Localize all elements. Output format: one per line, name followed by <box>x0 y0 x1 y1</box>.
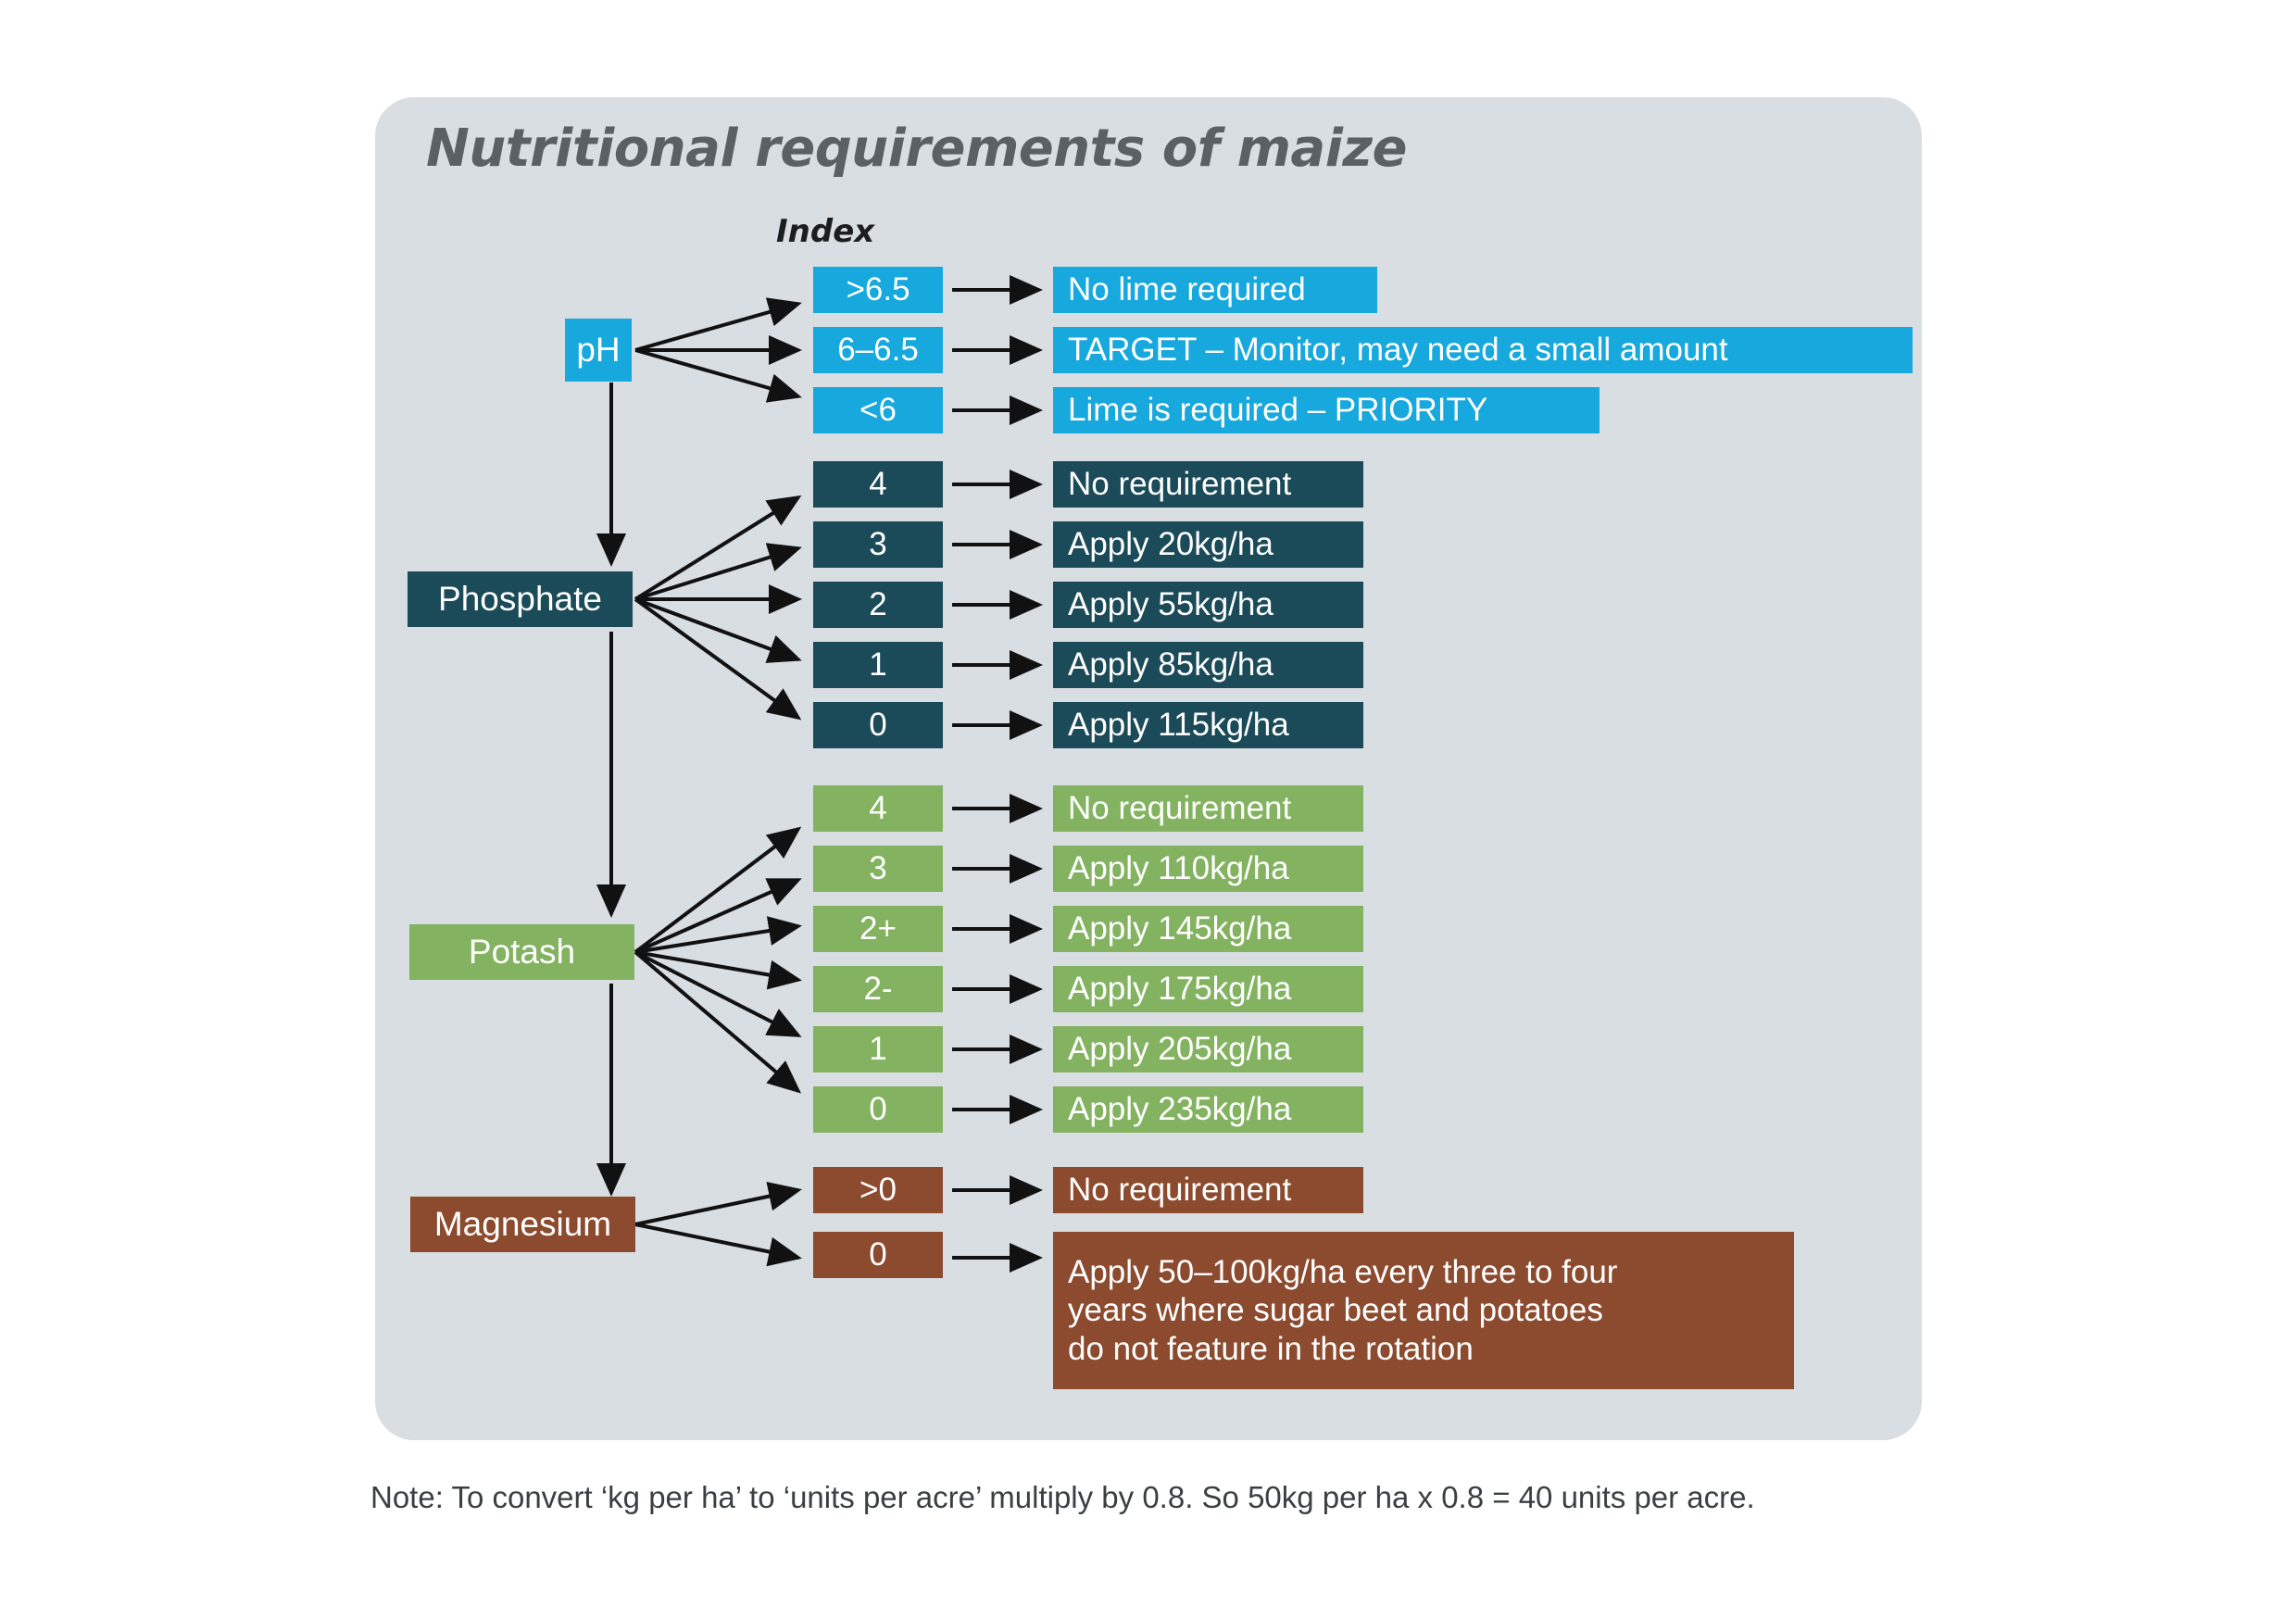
index-ph-1[interactable]: 6–6.5 <box>813 327 943 373</box>
outcome-potash-5[interactable]: Apply 235kg/ha <box>1053 1086 1363 1133</box>
nutrient-ph[interactable]: pH <box>565 319 632 382</box>
outcome-phosphate-4[interactable]: Apply 115kg/ha <box>1053 702 1363 748</box>
index-potash-4[interactable]: 1 <box>813 1026 943 1072</box>
index-magnesium-0[interactable]: >0 <box>813 1167 943 1213</box>
index-magnesium-1[interactable]: 0 <box>813 1232 943 1278</box>
index-ph-0[interactable]: >6.5 <box>813 267 943 313</box>
index-phosphate-3[interactable]: 1 <box>813 642 943 688</box>
outcome-phosphate-0[interactable]: No requirement <box>1053 461 1363 508</box>
index-potash-0[interactable]: 4 <box>813 785 943 832</box>
index-phosphate-0[interactable]: 4 <box>813 461 943 508</box>
index-phosphate-4[interactable]: 0 <box>813 702 943 748</box>
outcome-magnesium-1-line-3: do not feature in the rotation <box>1068 1330 1474 1367</box>
nutrient-phosphate[interactable]: Phosphate <box>408 571 633 627</box>
outcome-ph-0[interactable]: No lime required <box>1053 267 1377 313</box>
outcome-ph-1[interactable]: TARGET – Monitor, may need a small amoun… <box>1053 327 1913 373</box>
index-potash-3[interactable]: 2- <box>813 966 943 1012</box>
outcome-magnesium-0[interactable]: No requirement <box>1053 1167 1363 1213</box>
outcome-potash-0[interactable]: No requirement <box>1053 785 1363 832</box>
outcome-phosphate-3[interactable]: Apply 85kg/ha <box>1053 642 1363 688</box>
conversion-note: Note: To convert ‘kg per ha’ to ‘units p… <box>370 1480 1755 1514</box>
nutrient-potash[interactable]: Potash <box>409 924 634 980</box>
outcome-phosphate-2[interactable]: Apply 55kg/ha <box>1053 582 1363 628</box>
outcome-magnesium-1[interactable]: Apply 50–100kg/ha every three to four ye… <box>1053 1232 1794 1389</box>
outcome-magnesium-1-line-1: Apply 50–100kg/ha every three to four <box>1068 1254 1618 1291</box>
index-phosphate-2[interactable]: 2 <box>813 582 943 628</box>
nutrient-magnesium[interactable]: Magnesium <box>410 1197 635 1252</box>
outcome-ph-2[interactable]: Lime is required – PRIORITY <box>1053 387 1600 433</box>
outcome-potash-3[interactable]: Apply 175kg/ha <box>1053 966 1363 1012</box>
index-ph-2[interactable]: <6 <box>813 387 943 433</box>
index-potash-5[interactable]: 0 <box>813 1086 943 1133</box>
outcome-potash-1[interactable]: Apply 110kg/ha <box>1053 846 1363 892</box>
outcome-magnesium-1-line-2: years where sugar beet and potatoes <box>1068 1292 1603 1329</box>
index-column-header: Index <box>776 213 875 250</box>
outcome-potash-2[interactable]: Apply 145kg/ha <box>1053 906 1363 952</box>
index-potash-2[interactable]: 2+ <box>813 906 943 952</box>
outcome-potash-4[interactable]: Apply 205kg/ha <box>1053 1026 1363 1072</box>
page-title: Nutritional requirements of maize <box>426 119 1407 179</box>
index-phosphate-1[interactable]: 3 <box>813 521 943 568</box>
index-potash-1[interactable]: 3 <box>813 846 943 892</box>
outcome-phosphate-1[interactable]: Apply 20kg/ha <box>1053 521 1363 568</box>
